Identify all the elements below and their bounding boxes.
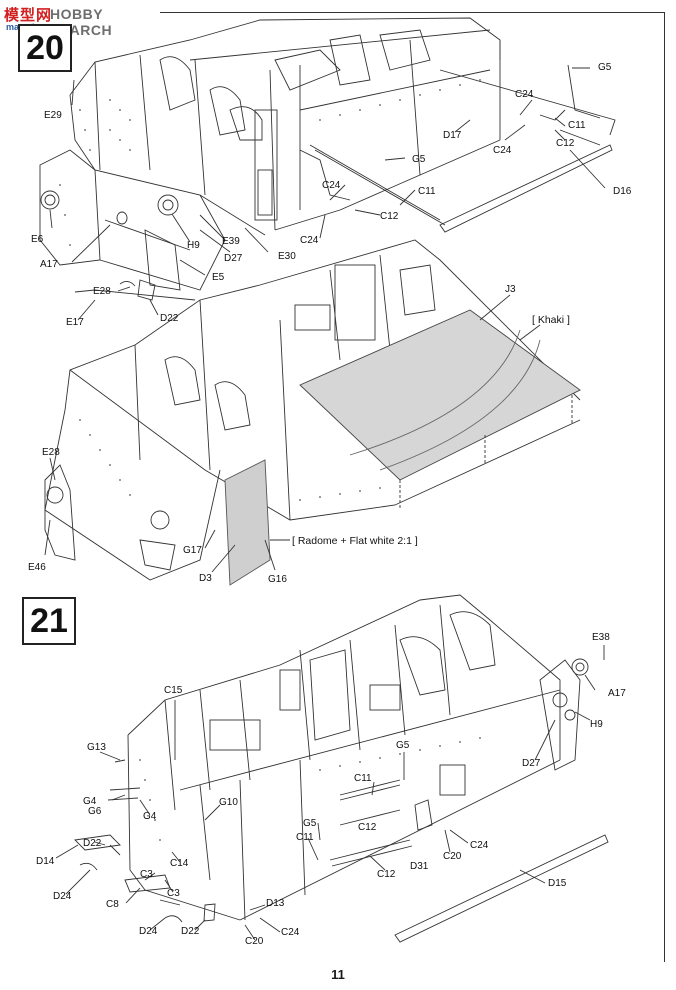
part-label: C24 [300, 235, 319, 246]
part-label: D24 [139, 926, 158, 937]
part-label: E17 [66, 317, 84, 328]
part-label: E5 [212, 272, 225, 283]
part-label: D22 [83, 838, 102, 849]
part-label: A17 [40, 259, 58, 270]
page-border-top [160, 12, 665, 13]
part-label: H9 [187, 240, 200, 251]
step20b-hull-drawing [44, 239, 581, 586]
part-label: E30 [278, 251, 296, 262]
part-label: A17 [608, 688, 626, 699]
part-label: C11 [296, 832, 314, 843]
part-label: C11 [568, 120, 586, 131]
part-label: E46 [28, 562, 46, 573]
part-label: C12 [380, 211, 399, 222]
part-label: C12 [377, 869, 396, 880]
part-label: C24 [470, 840, 489, 851]
part-label: G10 [219, 797, 238, 808]
part-label: C24 [493, 145, 512, 156]
part-label: D31 [410, 861, 429, 872]
part-label: G5 [303, 818, 317, 829]
part-label: D15 [548, 878, 567, 889]
part-label: C11 [418, 186, 436, 197]
part-label: D24 [53, 891, 72, 902]
part-label: C15 [164, 685, 183, 696]
part-label: E39 [222, 236, 240, 247]
part-label: E29 [44, 110, 62, 121]
step21-hull-drawing [55, 594, 609, 943]
page-border-right [664, 12, 665, 962]
paint-note-khaki: [ Khaki ] [532, 314, 570, 326]
part-label: D14 [36, 856, 55, 867]
part-label: D17 [443, 130, 462, 141]
part-label: D13 [266, 898, 285, 909]
part-label: C24 [281, 927, 300, 938]
part-label: E28 [93, 286, 111, 297]
part-label: J3 [505, 284, 516, 295]
part-label: D22 [181, 926, 200, 937]
paint-note-radome: [ Radome + Flat white 2:1 ] [292, 535, 418, 547]
step20-hull-drawing [39, 17, 616, 321]
part-label: E28 [42, 447, 60, 458]
part-label: C3 [140, 869, 153, 880]
part-label: G17 [183, 545, 202, 556]
part-label: C24 [322, 180, 341, 191]
part-label: E38 [592, 632, 610, 643]
part-label: G4 [143, 811, 157, 822]
part-label: G4 [83, 796, 97, 807]
step-number-21: 21 [22, 597, 76, 645]
part-label: C20 [245, 936, 264, 947]
part-label: C12 [556, 138, 575, 149]
part-label: C12 [358, 822, 377, 833]
part-label: D27 [224, 253, 243, 264]
part-label: C24 [515, 89, 534, 100]
part-label: C3 [167, 888, 180, 899]
part-label: C8 [106, 899, 119, 910]
part-label: G16 [268, 574, 287, 585]
part-label: D16 [613, 186, 632, 197]
part-label: H9 [590, 719, 603, 730]
part-label: E6 [31, 234, 44, 245]
part-label: G5 [396, 740, 410, 751]
part-label: G6 [88, 806, 102, 817]
part-label: D27 [522, 758, 541, 769]
part-label: C20 [443, 851, 462, 862]
step-number-20: 20 [18, 24, 72, 72]
part-label: G5 [598, 62, 612, 73]
watermark-logo-text: 模型网 [4, 6, 53, 24]
part-label: C14 [170, 858, 189, 869]
part-label: G13 [87, 742, 106, 753]
part-label: D3 [199, 573, 212, 584]
page-number: 11 [331, 967, 345, 982]
part-label: C11 [354, 773, 372, 784]
part-label: G5 [412, 154, 426, 165]
part-label: D22 [160, 313, 179, 324]
